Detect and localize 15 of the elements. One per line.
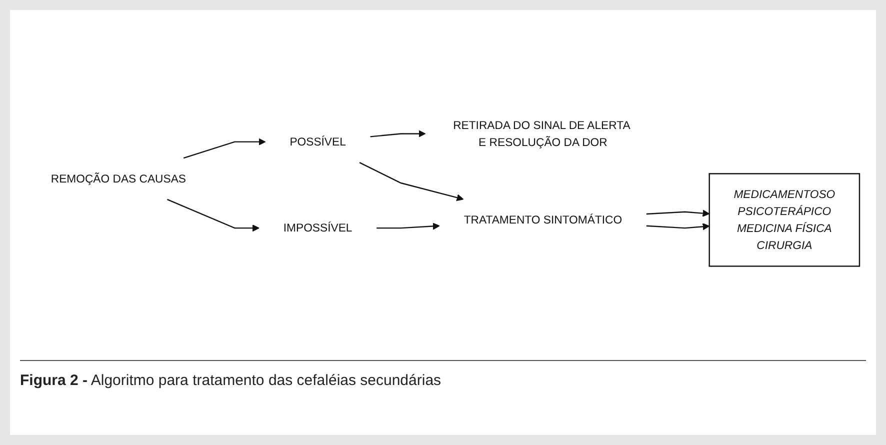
arrow [167,198,260,232]
node-text: POSSÍVEL [290,134,346,148]
node-text: IMPOSSÍVEL [283,220,352,234]
figure-caption: Figura 2 - Algoritmo para tratamento das cefaléias secundárias [20,372,442,389]
arrow [359,162,464,201]
node-text: TRATAMENTO SINTOMÁTICO [464,212,622,226]
node-box [708,172,860,266]
node-text: REMOÇÃO DAS CAUSAS [50,172,186,184]
arrow [183,138,266,158]
arrow [646,222,710,230]
flowchart-drawing: REMOÇÃO DAS CAUSAS POSSÍVEL IMPOSSÍVEL RETIRADA DO SINAL DE ALERTA E RESOLUÇÃO DA DOR TRATAMENTO SINTOMÁTICO MEDICAMENTOSO PSICOTERÁPICO MEDICINA FÍSICA CIRURGIA [20,98,866,272]
node-text: RETIRADA DO SINAL DE ALERTA E RESOLUÇÃO DA DOR [453,118,630,148]
arrow [370,130,426,137]
arrow [376,222,440,230]
arrow [646,209,710,216]
